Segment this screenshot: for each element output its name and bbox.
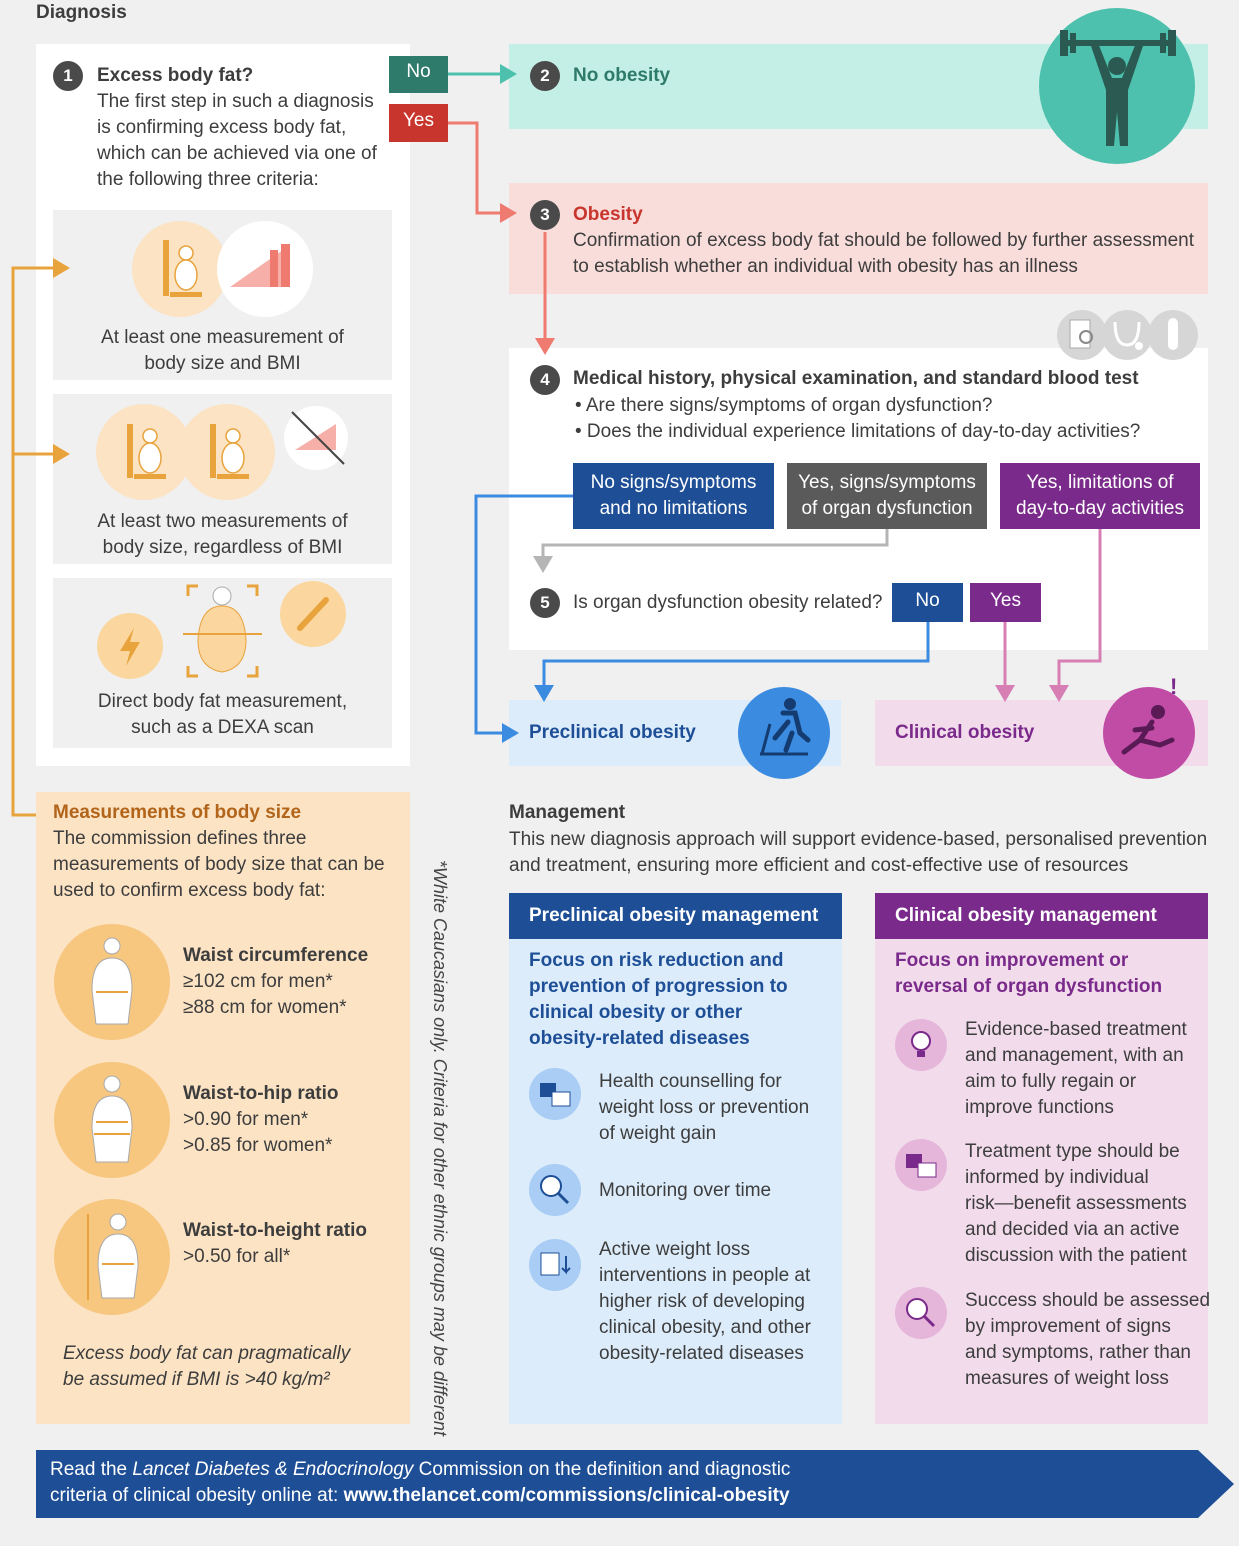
diagnosis-heading: Diagnosis xyxy=(36,2,127,23)
management-title: Management xyxy=(509,802,626,823)
intervention-icon xyxy=(529,1239,581,1291)
step5-question: Is organ dysfunction obesity related? xyxy=(573,592,883,613)
waist-to-height-text: Waist-to-height ratio>0.50 for all* xyxy=(183,1220,367,1267)
waist-to-hip-text: Waist-to-hip ratio>0.90 for men*>0.85 fo… xyxy=(183,1083,339,1156)
step-number: 4 xyxy=(530,365,560,395)
preclinical-item-2: Monitoring over time xyxy=(599,1180,772,1201)
sitting-person-icon: ! xyxy=(1103,674,1195,779)
step4-title: Medical history, physical examination, a… xyxy=(573,368,1139,389)
test-tube-icon xyxy=(1148,310,1198,360)
step3-panel xyxy=(509,183,1208,294)
criterion-1-box xyxy=(53,210,392,380)
step-number: 3 xyxy=(530,200,560,230)
bone-icon xyxy=(280,581,346,647)
step3-title: Obesity xyxy=(573,204,643,225)
bmi-bars-icon xyxy=(217,221,313,317)
treadmill-runner-icon xyxy=(738,687,830,779)
step-number: 2 xyxy=(530,61,560,91)
success-icon xyxy=(895,1287,947,1339)
criterion-3-text: Direct body fat measurement,such as a DE… xyxy=(97,691,348,738)
lightning-icon xyxy=(97,613,163,679)
waist-circumference-icon xyxy=(54,924,170,1040)
preclinical-management-panel xyxy=(509,893,842,1424)
lightbulb-icon xyxy=(895,1019,947,1071)
monitoring-icon xyxy=(529,1164,581,1216)
management-intro: This new diagnosis approach will support… xyxy=(509,829,1208,876)
clinical-label: Clinical obesity xyxy=(895,722,1035,743)
step4-bullets: • Are there signs/symptoms of organ dysf… xyxy=(575,395,1141,442)
ethnicity-footnote: *White Caucasians only. Criteria for oth… xyxy=(430,860,450,1436)
body-scale-icon xyxy=(179,404,275,500)
counselling-icon xyxy=(529,1068,581,1120)
body-scale-icon xyxy=(96,404,192,500)
step-number: 5 xyxy=(530,588,560,618)
waist-to-height-icon xyxy=(54,1199,170,1315)
waist-circumference-text: Waist circumference≥102 cm for men*≥88 c… xyxy=(183,945,369,1018)
step5-no: No xyxy=(915,590,940,611)
step2-title: No obesity xyxy=(573,65,671,86)
no-tag: No xyxy=(406,61,431,82)
dexa-body-icon xyxy=(183,584,262,678)
clipboard-icon xyxy=(1057,310,1107,360)
svg-text:!: ! xyxy=(1170,674,1177,699)
preclinical-management-header: Preclinical obesity management xyxy=(529,905,819,926)
preclinical-label: Preclinical obesity xyxy=(529,722,696,743)
step1-title: Excess body fat? xyxy=(97,65,254,86)
waist-to-hip-icon xyxy=(54,1062,170,1178)
body-scale-icon xyxy=(132,221,228,317)
step-number: 1 xyxy=(53,61,83,91)
stethoscope-icon xyxy=(1102,310,1152,360)
yes-tag: Yes xyxy=(403,110,434,131)
step5-yes: Yes xyxy=(990,590,1021,611)
discussion-icon xyxy=(895,1139,947,1191)
clinical-management-header: Clinical obesity management xyxy=(895,905,1157,926)
commission-link[interactable]: www.thelancet.com/commissions/clinical-o… xyxy=(343,1485,790,1506)
measurements-title: Measurements of body size xyxy=(53,802,302,823)
weightlifter-icon xyxy=(1039,8,1195,164)
footer-text: Read the Lancet Diabetes & Endocrinology… xyxy=(50,1459,791,1506)
step3-text: Confirmation of excess body fat should b… xyxy=(573,230,1194,277)
no-bmi-icon xyxy=(284,406,348,470)
footer-banner xyxy=(36,1450,1234,1518)
